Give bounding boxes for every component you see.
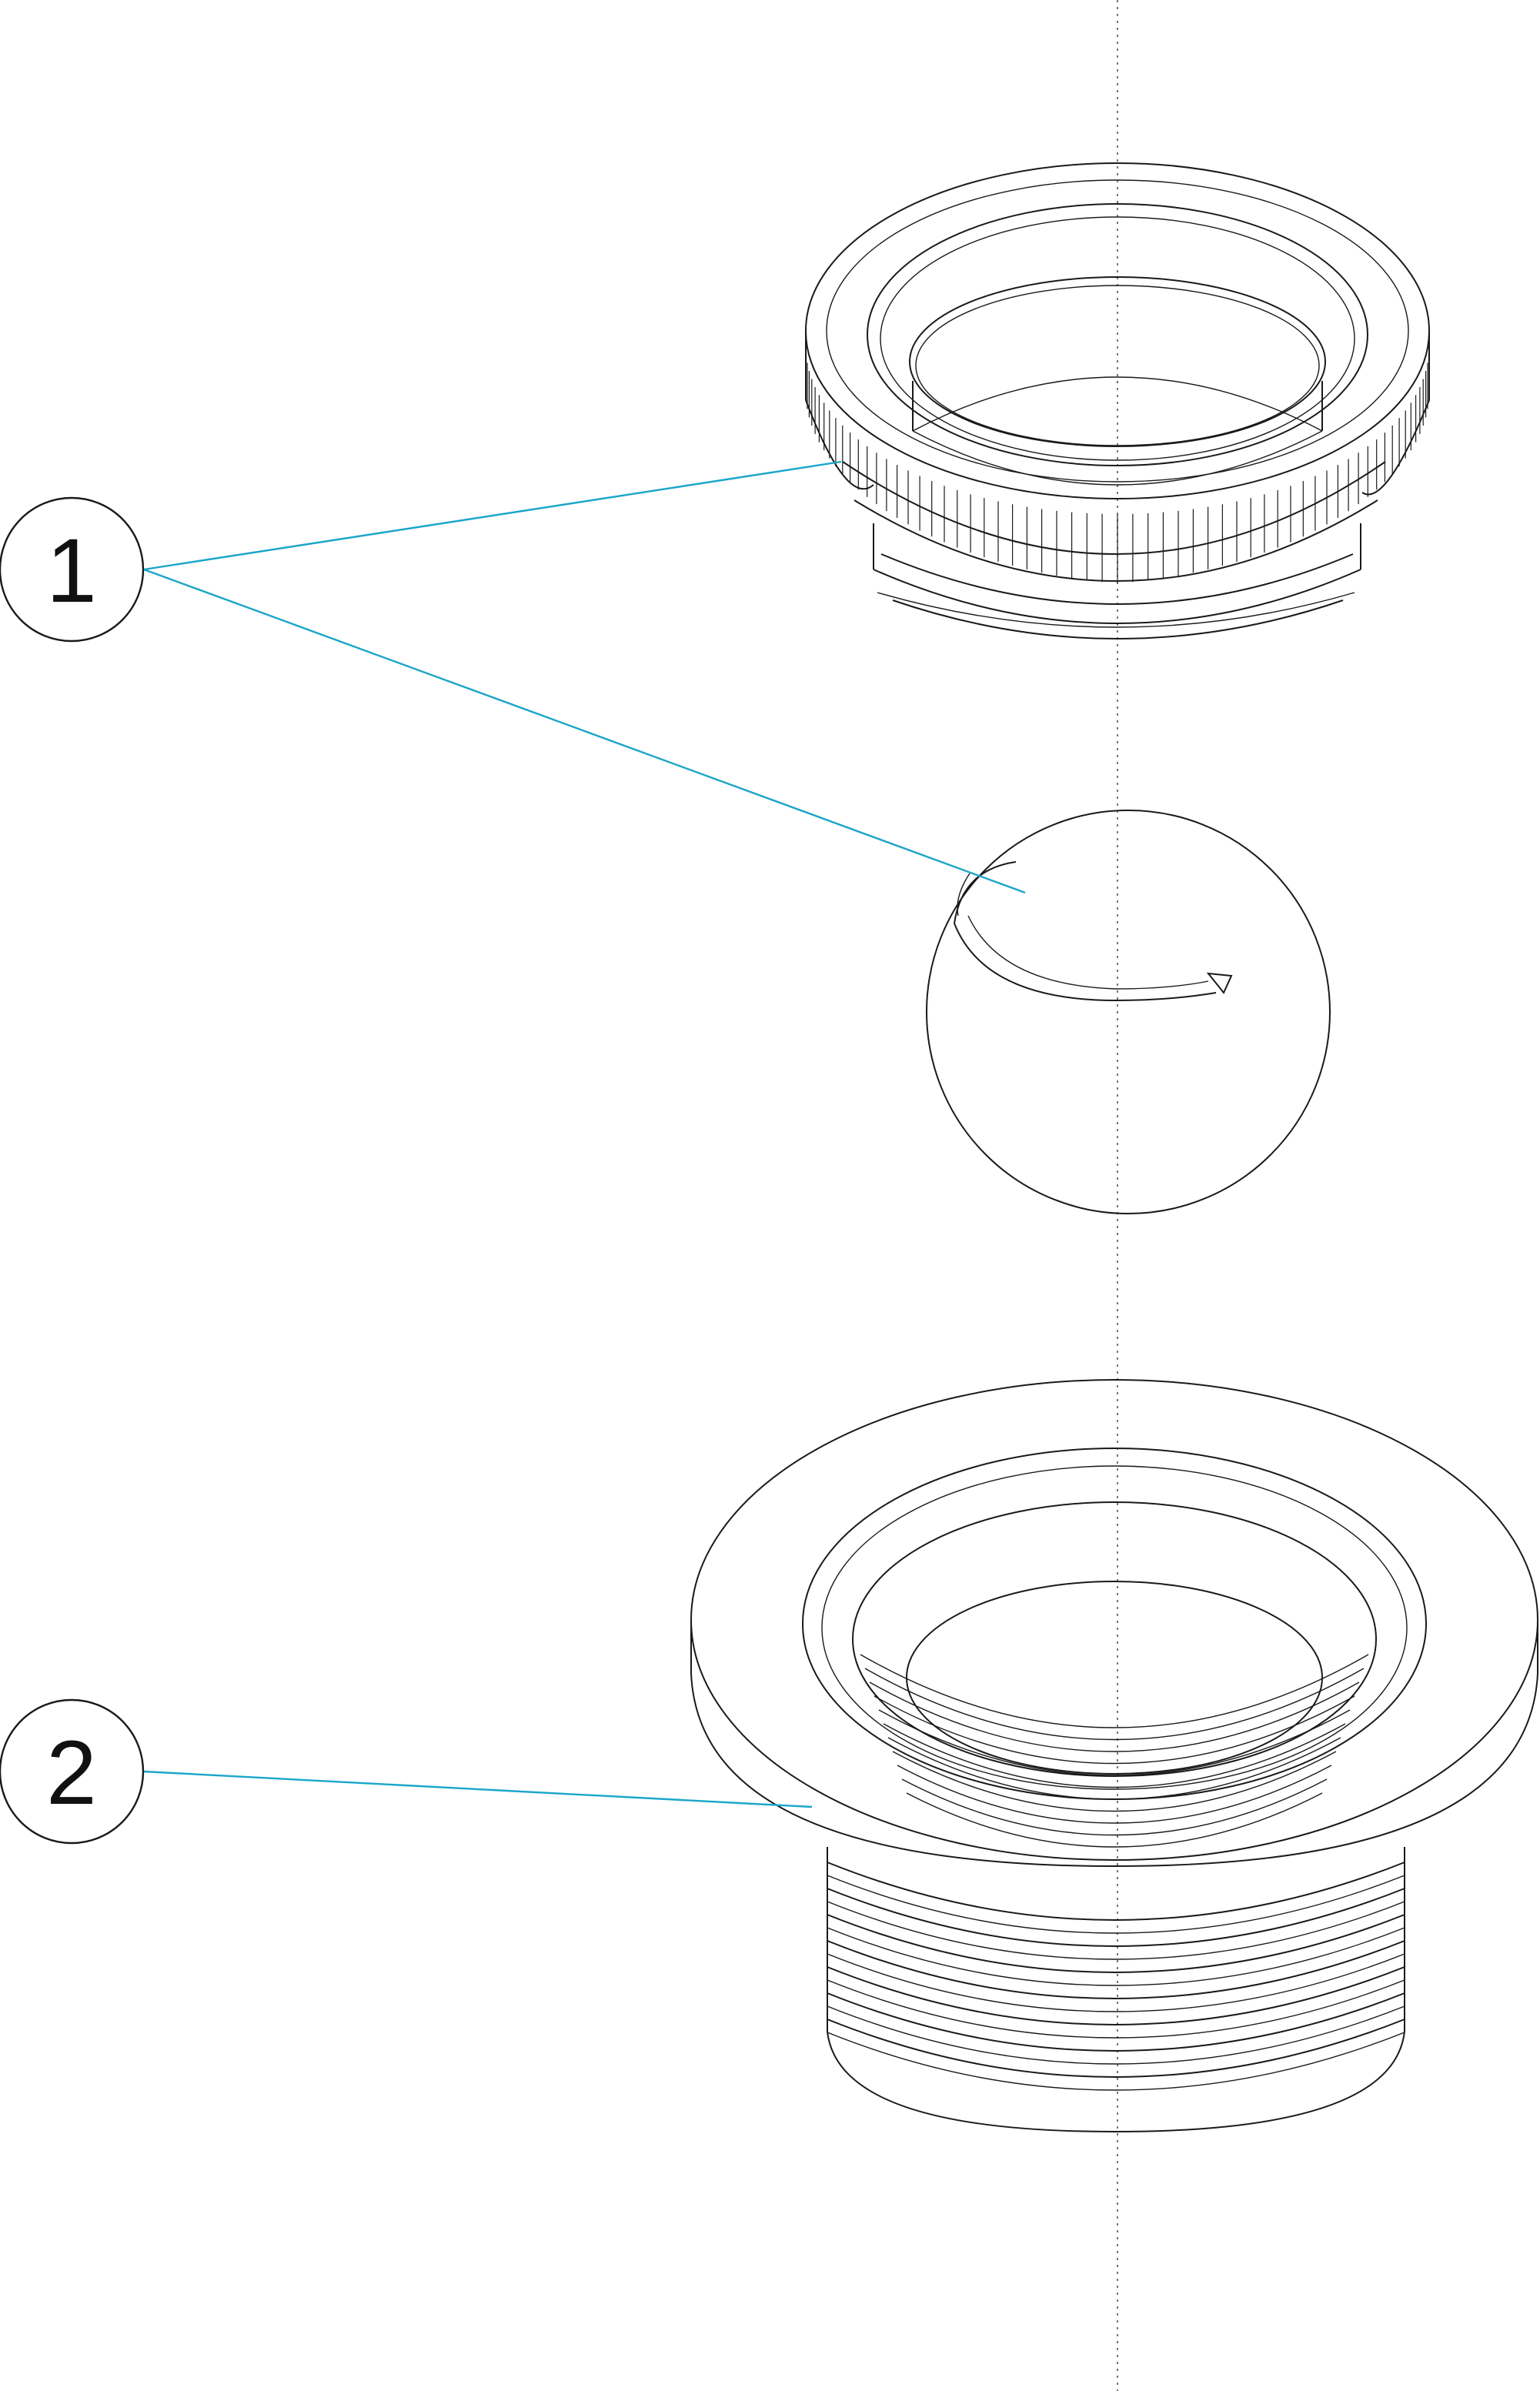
top-ring-part [805,162,1430,639]
leader-line-1-ring [143,460,842,571]
leader-line-1-ball [143,568,1026,894]
leader-line-2-flange [143,1770,813,1808]
external-thread-rings [827,1862,1405,2091]
ball-part [926,810,1331,1214]
leader-lines [143,460,1026,1808]
threaded-flange-part [690,1379,1538,2133]
callout-label-2: 2 [46,1722,97,1824]
callout-balloon-2: 2 [0,1698,145,1845]
callout-label-1: 1 [46,520,97,622]
internal-thread-rings [860,1581,1369,1848]
knurl-pattern [805,346,1430,583]
callout-balloon-1: 1 [0,496,145,643]
